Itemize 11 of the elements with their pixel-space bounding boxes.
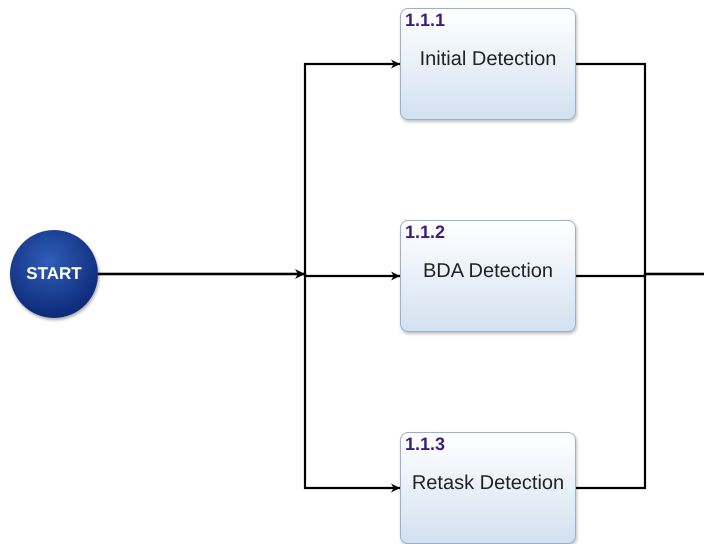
step-label: Retask Detection [410, 471, 566, 495]
connector-arrow [98, 272, 400, 492]
process-box [400, 220, 576, 332]
process-box [400, 432, 576, 544]
start-label: START [26, 264, 82, 284]
process-box [400, 8, 576, 120]
step-number: 1.1.2 [405, 222, 446, 243]
step-label: BDA Detection [422, 259, 554, 283]
step-number: 1.1.3 [405, 434, 446, 455]
step-label: Initial Detection [418, 47, 558, 71]
step-number: 1.1.1 [405, 10, 446, 31]
